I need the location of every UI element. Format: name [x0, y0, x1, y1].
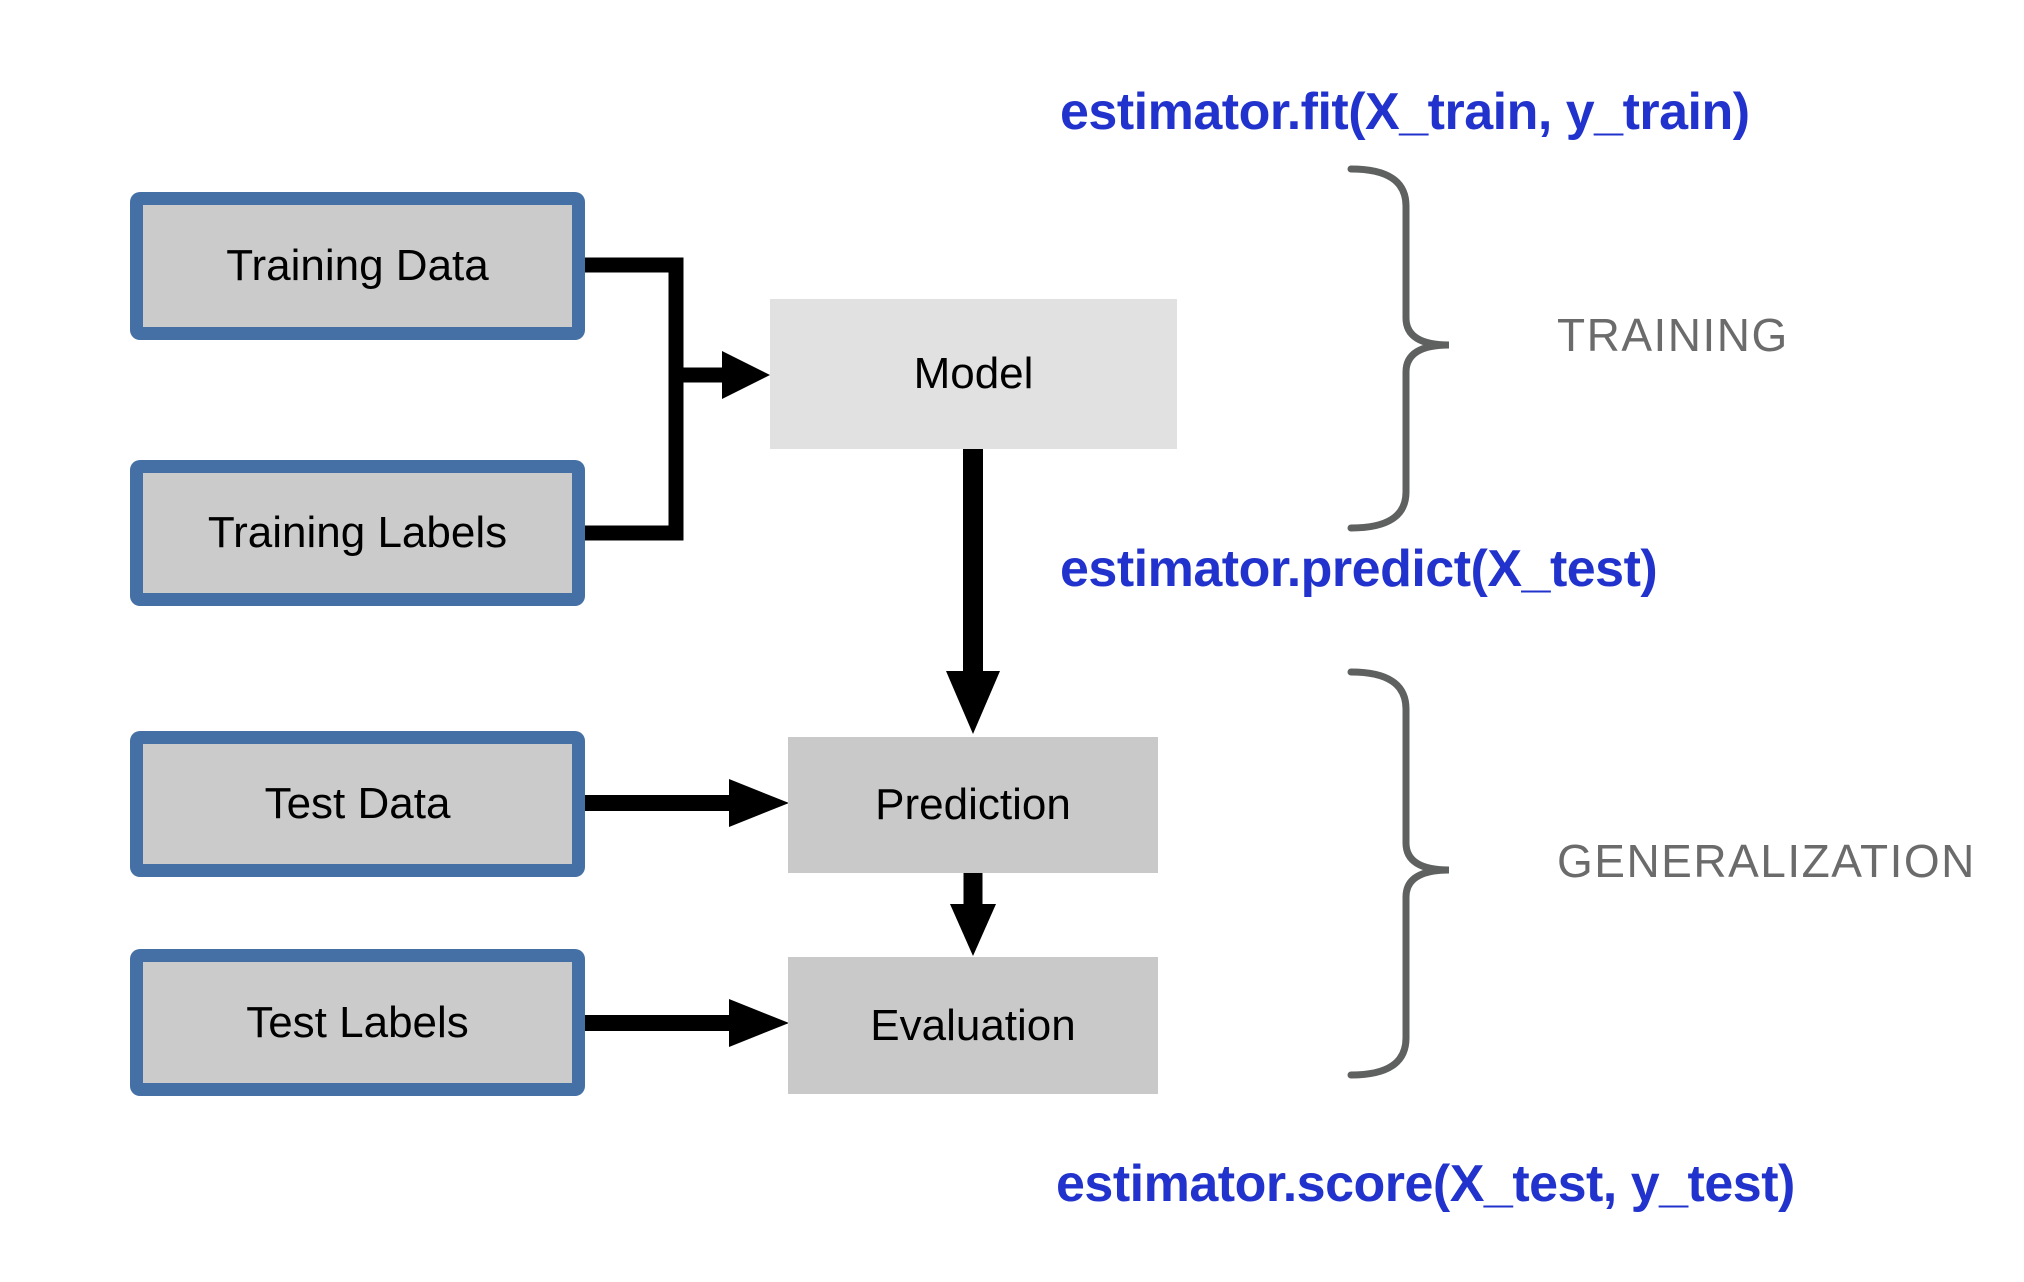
test-data-box: Test Data [130, 731, 585, 877]
estimator-predict-code-label: estimator.predict(X_test) [1060, 540, 1658, 598]
test-labels-label: Test Labels [246, 997, 469, 1047]
model-to-prediction-arrowhead [946, 671, 1000, 734]
training-phase-label: TRAINING [1557, 309, 1789, 361]
test-labels-box: Test Labels [130, 949, 585, 1096]
prediction-label: Prediction [875, 780, 1071, 829]
training-labels-box: Training Labels [130, 460, 585, 606]
test-data-to-prediction-arrowhead [729, 779, 789, 827]
evaluation-box: Evaluation [788, 957, 1158, 1094]
evaluation-label: Evaluation [870, 1000, 1076, 1050]
prediction-box: Prediction [788, 737, 1158, 873]
model-label: Model [913, 349, 1034, 398]
training-data-box: Training Data [130, 192, 585, 340]
training-brace [1347, 165, 1450, 532]
junction-to-model-arrowhead [722, 351, 770, 399]
test-labels-to-evaluation-arrowhead [729, 999, 789, 1047]
training-data-label: Training Data [226, 241, 489, 290]
model-box: Model [770, 299, 1177, 449]
training-merge-connector [585, 257, 684, 541]
prediction-to-evaluation-arrowhead [950, 904, 996, 956]
estimator-score-code-label: estimator.score(X_test, y_test) [1056, 1155, 1795, 1213]
generalization-brace [1347, 668, 1450, 1079]
estimator-fit-code-label: estimator.fit(X_train, y_train) [1060, 83, 1750, 141]
test-data-label: Test Data [264, 779, 451, 828]
generalization-phase-label: GENERALIZATION [1557, 835, 1976, 887]
training-labels-label: Training Labels [207, 508, 508, 557]
